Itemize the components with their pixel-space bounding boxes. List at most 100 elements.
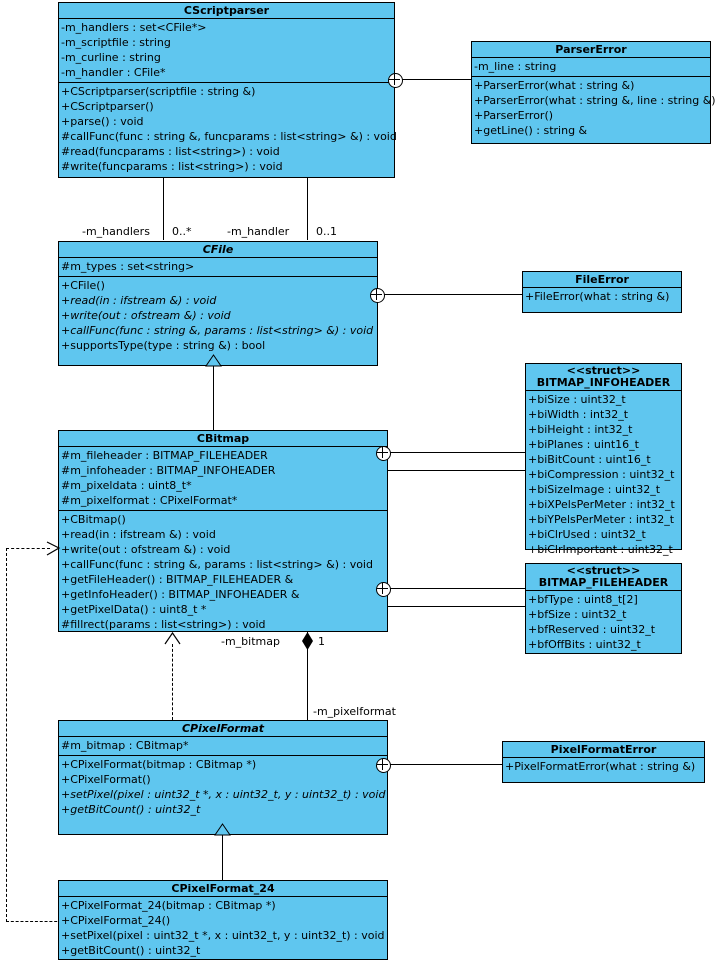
exception-connector-pixelformaterror bbox=[376, 758, 391, 773]
operation-row: +supportsType(type : string &) : bool bbox=[61, 339, 266, 352]
attribute-row: +biSizeImage : uint32_t bbox=[528, 483, 661, 496]
class-title-pixelformaterror: PixelFormatError bbox=[503, 742, 704, 758]
class-box-bitmap-infoheader[interactable]: <<struct>> BITMAP_INFOHEADER +biSize : u… bbox=[525, 363, 682, 556]
edge-cbitmap-infoheader-b bbox=[382, 470, 525, 471]
operation-row: +getBitCount() : uint32_t bbox=[61, 803, 201, 816]
attribute-row: +biHeight : int32_t bbox=[528, 423, 633, 436]
class-title-cpixelformat: CPixelFormat bbox=[59, 721, 387, 737]
attributes-cfile: #m_types : set<string> bbox=[59, 258, 377, 276]
edge-cpf24-cbitmap-top bbox=[6, 548, 50, 549]
attributes-bitmap-fileheader: +bfType : uint8_t[2] +bfSize : uint32_t … bbox=[526, 591, 681, 654]
operations-cbitmap: +CBitmap() +read(in : ifstream &) : void… bbox=[59, 510, 387, 634]
attribute-row: -m_scriptfile : string bbox=[61, 36, 171, 49]
operation-row: +CPixelFormat(bitmap : CBitmap *) bbox=[61, 758, 257, 771]
edge-handler-vertical bbox=[307, 178, 308, 240]
composition-diamond bbox=[302, 632, 313, 650]
attribute-row: -m_handlers : set<CFile*> bbox=[61, 21, 207, 34]
operation-row: +CScriptparser(scriptfile : string &) bbox=[61, 85, 256, 98]
class-title-bitmap-infoheader: <<struct>> BITMAP_INFOHEADER bbox=[526, 364, 681, 391]
attribute-row: +biSize : uint32_t bbox=[528, 393, 626, 406]
class-box-bitmap-fileheader[interactable]: <<struct>> BITMAP_FILEHEADER +bfType : u… bbox=[525, 563, 682, 654]
operation-row: +CPixelFormat_24(bitmap : CBitmap *) bbox=[61, 899, 276, 912]
struct-name-label: BITMAP_FILEHEADER bbox=[538, 576, 669, 589]
edge-cfile-cbitmap bbox=[213, 366, 214, 430]
operation-row: +CPixelFormat() bbox=[61, 773, 151, 786]
attribute-row: +biBitCount : uint16_t bbox=[528, 453, 651, 466]
operations-parsererror: +ParserError(what : string &) +ParserErr… bbox=[472, 76, 716, 140]
label-m-bitmap-mult: 1 bbox=[318, 635, 325, 648]
dependency-arrow-cpf24-cbitmap bbox=[46, 541, 61, 556]
edge-cbitmap-fileheader-b bbox=[382, 606, 525, 607]
label-m-handler-mult: 0..1 bbox=[316, 225, 337, 238]
attributes-parsererror: -m_line : string bbox=[472, 58, 710, 76]
operation-row: +read(in : ifstream &) : void bbox=[61, 294, 217, 307]
attributes-cscriptparser: -m_handlers : set<CFile*> -m_scriptfile … bbox=[59, 19, 394, 82]
operations-pixelformaterror: +PixelFormatError(what : string &) bbox=[503, 758, 704, 776]
operation-row: +CFile() bbox=[61, 279, 105, 292]
attribute-row: -m_line : string bbox=[474, 60, 557, 73]
operation-row: +callFunc(func : string &, params : list… bbox=[61, 558, 373, 571]
operation-row: +getLine() : string & bbox=[474, 124, 588, 137]
class-box-parsererror[interactable]: ParserError -m_line : string +ParserErro… bbox=[471, 41, 716, 144]
attribute-row: +bfOffBits : uint32_t bbox=[528, 638, 641, 651]
attributes-bitmap-infoheader: +biSize : uint32_t +biWidth : int32_t +b… bbox=[526, 391, 681, 559]
edge-cbitmap-fileheader-a bbox=[388, 588, 525, 589]
edge-cfile-fileerror bbox=[382, 294, 522, 295]
attribute-row: -m_handler : CFile* bbox=[61, 66, 166, 79]
operations-cpixelformat-24: +CPixelFormat_24(bitmap : CBitmap *) +CP… bbox=[59, 897, 387, 960]
operation-row: #read(funcparams : list<string>) : void bbox=[61, 145, 280, 158]
edge-cscriptparser-parsererror bbox=[394, 79, 472, 80]
edge-pixelformat-vertical bbox=[307, 632, 308, 720]
class-box-cscriptparser[interactable]: CScriptparser -m_handlers : set<CFile*> … bbox=[58, 2, 397, 178]
operation-row: +write(out : ofstream &) : void bbox=[61, 543, 231, 556]
class-box-fileerror[interactable]: FileError +FileError(what : string &) bbox=[522, 271, 682, 313]
attribute-row: +bfReserved : uint32_t bbox=[528, 623, 656, 636]
attribute-row: +biXPelsPerMeter : int32_t bbox=[528, 498, 675, 511]
attribute-row: +biPlanes : uint16_t bbox=[528, 438, 639, 451]
stereotype-label: <<struct>> bbox=[566, 364, 641, 377]
operation-row: +ParserError() bbox=[474, 109, 554, 122]
class-title-parsererror: ParserError bbox=[472, 42, 710, 58]
class-box-cbitmap[interactable]: CBitmap #m_fileheader : BITMAP_FILEHEADE… bbox=[58, 430, 388, 632]
class-box-pixelformaterror[interactable]: PixelFormatError +PixelFormatError(what … bbox=[502, 741, 705, 783]
class-box-cpixelformat-24[interactable]: CPixelFormat_24 +CPixelFormat_24(bitmap … bbox=[58, 880, 388, 960]
operation-row: #callFunc(func : string &, funcparams : … bbox=[61, 130, 397, 143]
operation-row: +setPixel(pixel : uint32_t *, x : uint32… bbox=[61, 929, 385, 942]
operation-row: +FileError(what : string &) bbox=[525, 290, 670, 303]
operation-row: +ParserError(what : string &, line : str… bbox=[474, 94, 716, 107]
operations-cfile: +CFile() +read(in : ifstream &) : void +… bbox=[59, 276, 377, 355]
operation-row: +CScriptparser() bbox=[61, 100, 154, 113]
operation-row: +getBitCount() : uint32_t bbox=[61, 944, 201, 957]
label-m-handler-role: -m_handler bbox=[227, 225, 290, 238]
operation-row: +ParserError(what : string &) bbox=[474, 79, 635, 92]
edge-cpixelformat-cpixelformat24 bbox=[222, 835, 223, 880]
operations-fileerror: +FileError(what : string &) bbox=[523, 288, 681, 306]
attribute-row: #m_fileheader : BITMAP_FILEHEADER bbox=[61, 449, 268, 462]
class-box-cpixelformat[interactable]: CPixelFormat #m_bitmap : CBitmap* +CPixe… bbox=[58, 720, 388, 835]
class-title-cpixelformat-24: CPixelFormat_24 bbox=[59, 881, 387, 897]
operation-row: +setPixel(pixel : uint32_t *, x : uint32… bbox=[61, 788, 386, 801]
attribute-row: #m_infoheader : BITMAP_INFOHEADER bbox=[61, 464, 276, 477]
edge-cpf24-cbitmap-bottom bbox=[6, 921, 62, 922]
attribute-row: +biYPelsPerMeter : int32_t bbox=[528, 513, 675, 526]
attribute-row: #m_pixeldata : uint8_t* bbox=[61, 479, 192, 492]
operation-row: +write(out : ofstream &) : void bbox=[61, 309, 231, 322]
attribute-row: -m_curline : string bbox=[61, 51, 161, 64]
attributes-cbitmap: #m_fileheader : BITMAP_FILEHEADER #m_inf… bbox=[59, 447, 387, 510]
edge-handlers-vertical bbox=[163, 178, 164, 240]
operation-row: +CBitmap() bbox=[61, 513, 126, 526]
class-box-cfile[interactable]: CFile #m_types : set<string> +CFile() +r… bbox=[58, 241, 378, 366]
attribute-row: #m_pixelformat : CPixelFormat* bbox=[61, 494, 238, 507]
label-m-handlers-mult: 0..* bbox=[172, 225, 192, 238]
generalization-arrow-cpixelformat24 bbox=[214, 823, 231, 836]
operation-row: +callFunc(func : string &, params : list… bbox=[61, 324, 374, 337]
label-m-handlers-role: -m_handlers bbox=[82, 225, 150, 238]
attribute-row: +bfType : uint8_t[2] bbox=[528, 593, 638, 606]
label-m-pixelformat-role: -m_pixelformat bbox=[313, 705, 396, 718]
operation-row: +getInfoHeader() : BITMAP_INFOHEADER & bbox=[61, 588, 300, 601]
attribute-row: +biClrUsed : uint32_t bbox=[528, 528, 646, 541]
operation-row: #fillrect(params : list<string>) : void bbox=[61, 618, 266, 631]
edge-mbitmap-dashed bbox=[172, 644, 173, 720]
operations-cpixelformat: +CPixelFormat(bitmap : CBitmap *) +CPixe… bbox=[59, 755, 387, 819]
class-title-cfile: CFile bbox=[59, 242, 377, 258]
